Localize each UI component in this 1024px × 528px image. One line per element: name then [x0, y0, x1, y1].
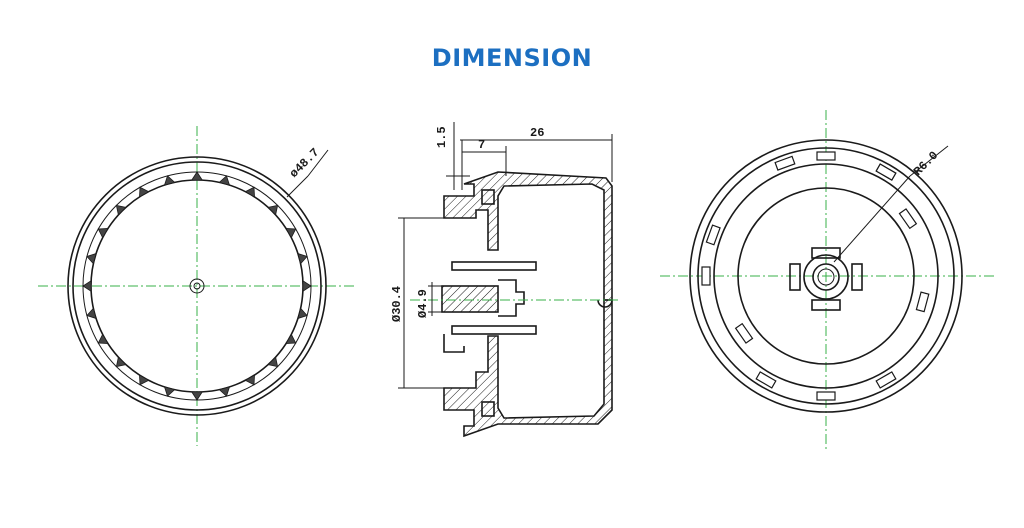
- back-view-rim: [697, 147, 955, 405]
- front-view-tooth: [163, 175, 176, 186]
- front-view-tooth: [115, 356, 127, 368]
- back-view: R6.0: [660, 110, 994, 450]
- page-title: DIMENSION: [431, 44, 593, 72]
- flange-thickness-label: 1.5: [435, 126, 449, 148]
- front-view-tooth: [285, 333, 297, 344]
- section-center-pin: [441, 285, 499, 313]
- radius-leader: [833, 175, 911, 263]
- radius-leader-ext: [909, 145, 949, 177]
- connector-right-contact: [851, 263, 863, 291]
- front-view-tooth: [244, 374, 255, 386]
- front-view-tooth: [285, 228, 297, 239]
- connector-bottom-contact: [811, 299, 841, 311]
- front-view-tooth: [86, 252, 97, 265]
- back-view-tab: [701, 266, 711, 286]
- front-view-rim: [72, 161, 322, 411]
- back-view-connector: [789, 247, 863, 311]
- front-view-diameter-leader: [286, 175, 309, 198]
- front-view-outer-ring: [67, 156, 327, 416]
- front-view-diameter-leader-ext: [307, 149, 329, 177]
- back-view-tab: [755, 371, 777, 389]
- back-view-tab: [875, 371, 897, 389]
- connector-top-contact: [811, 247, 841, 259]
- front-view-tooth: [82, 279, 92, 293]
- section-clip: [481, 401, 495, 417]
- front-view-tooth: [86, 307, 97, 320]
- section-notch: [597, 299, 613, 308]
- back-view-tab: [816, 391, 836, 401]
- front-view-tooth: [97, 228, 109, 239]
- connector-left-contact: [789, 263, 801, 291]
- total-depth-label: 26: [530, 126, 544, 140]
- front-view-tooth: [190, 171, 204, 181]
- section-center-contact: [498, 279, 525, 317]
- front-view-tooth: [218, 386, 231, 397]
- front-view-tooth: [297, 252, 308, 265]
- front-view-tooth: [139, 374, 150, 386]
- connector-housing: [803, 254, 849, 300]
- connector-pin-ring: [812, 263, 840, 291]
- front-view-tooth: [190, 391, 204, 401]
- front-view-tooth: [139, 186, 150, 198]
- front-view-tooth: [218, 175, 231, 186]
- back-view-tab: [875, 163, 897, 181]
- back-view-base: [737, 187, 915, 365]
- back-view-tab: [705, 224, 721, 246]
- front-view-tooth: [97, 333, 109, 344]
- radius-label: R6.0: [911, 149, 941, 179]
- front-view-tooth: [244, 186, 255, 198]
- back-view-tab: [774, 155, 796, 171]
- front-view-tooth: [115, 204, 127, 216]
- flange-depth-label: 7: [478, 138, 485, 152]
- front-view-center-hole: [193, 282, 201, 290]
- back-view-tab: [816, 151, 836, 161]
- section-bottom-flange: [443, 299, 613, 438]
- front-view-tooth: [297, 307, 308, 320]
- section-top-clip: [481, 189, 495, 205]
- back-view-tab: [734, 322, 754, 344]
- back-view-tab: [915, 291, 930, 313]
- section-upper-terminal: [451, 261, 537, 271]
- front-view-tooth: [267, 356, 279, 368]
- section-hook: [443, 334, 465, 353]
- front-view-tooth: [163, 386, 176, 397]
- back-view-tab: [898, 208, 918, 230]
- pin-diameter-label: Ø4.9: [416, 289, 430, 318]
- base-diameter-label: Ø30.4: [390, 286, 404, 322]
- front-view-tooth: [302, 279, 312, 293]
- back-view-tabs: [701, 151, 930, 401]
- front-view-teeth: [82, 171, 312, 401]
- section-view: 26 7 1.5 Ø30.4 Ø4.9: [390, 122, 620, 438]
- section-lower-terminal: [451, 325, 537, 335]
- outer-diameter-label: ø48.7: [287, 145, 322, 180]
- front-view-tooth: [267, 204, 279, 216]
- connector-pin-core: [817, 268, 835, 286]
- front-view: ø48.7: [38, 126, 356, 446]
- back-view-flange: [713, 163, 939, 389]
- front-view-center-boss: [189, 278, 205, 294]
- back-view-outer-ring: [689, 139, 963, 413]
- section-top-flange: [443, 171, 613, 301]
